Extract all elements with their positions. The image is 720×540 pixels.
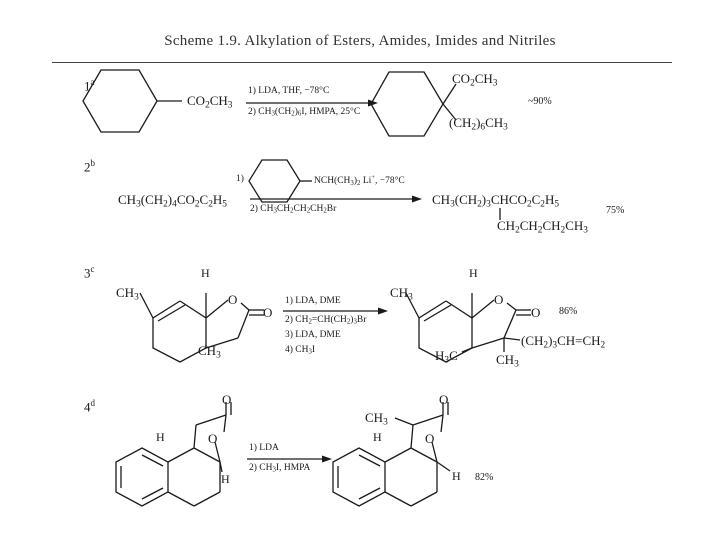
e2-yield: 75%: [606, 205, 625, 216]
e4-reactant-h-top: H: [156, 430, 165, 444]
e3-condition-2: 2) CH2=CH(CH2)3Br: [285, 315, 367, 326]
e1-condition-2: 2) CH3(CH2)6I, HMPA, 25°C: [248, 107, 361, 118]
e3-reactant-methyl-bottom: CH3: [198, 343, 221, 361]
e3-condition-3: 3) LDA, DME: [285, 330, 341, 340]
e3-product-methyl-quat: H3C: [435, 348, 458, 366]
e3-product-methyl-alpha: CH3: [496, 352, 519, 370]
e4-product-ring-o: O: [425, 431, 435, 446]
e3-product-methyl-left: CH3: [390, 285, 413, 303]
e2-reactant: CH3(CH2)4CO2C2H5: [118, 192, 227, 210]
e1-reactant-ester: CO2CH3: [187, 93, 233, 111]
e2-product-branch: CH2CH2CH2CH3: [497, 218, 588, 236]
e2-base-prefix: 1): [236, 174, 244, 184]
e3-product-structure: [405, 292, 531, 363]
e2-product-main: CH3(CH2)3CHCO2C2H5: [432, 192, 560, 210]
e4-reactant-ring-o: O: [208, 431, 218, 446]
e4-product-h-bottom: H: [452, 469, 461, 483]
e2-arrowhead: [412, 195, 422, 203]
e4-product-h-top: H: [373, 430, 382, 444]
entry-1-label: 1a: [84, 77, 95, 94]
e3-condition-4: 4) CH3I: [285, 345, 316, 356]
scheme-title: Scheme 1.9. Alkylation of Esters, Amides…: [164, 33, 556, 49]
e1-product-ester: CO2CH3: [452, 71, 498, 89]
e1-arrowhead: [368, 99, 378, 107]
e3-product-carbonyl-o: O: [531, 305, 541, 320]
e1-yield: ~90%: [528, 96, 552, 107]
e4-yield: 82%: [475, 472, 494, 483]
e3-product-ring-o: O: [494, 292, 504, 307]
e3-condition-1: 1) LDA, DME: [285, 296, 341, 306]
e1-product-cyclohexane: [370, 71, 444, 137]
title-divider: [52, 62, 672, 63]
e1-reactant-cyclohexane: [82, 69, 158, 133]
e4-reactant-structure: [115, 402, 232, 507]
e3-reactant-carbonyl-o: O: [263, 305, 273, 320]
entry-4-label: 4d: [84, 398, 95, 415]
e4-product-carbonyl-o: O: [439, 392, 449, 407]
e3-reactant-structure: [139, 292, 264, 363]
e4-reactant-h-bottom: H: [221, 472, 230, 486]
e2-base-cyclohexane: [248, 159, 301, 203]
e3-reactant-methyl-left: CH3: [116, 285, 139, 303]
e1-product-bond-top: [442, 83, 457, 105]
e2-alkyl-halide: 2) CH3CH2CH2CH2Br: [250, 204, 337, 215]
e3-reactant-h: H: [201, 266, 210, 280]
e4-condition-2: 2) CH3I, HMPA: [249, 463, 311, 474]
entry-2-label: 2b: [84, 158, 95, 175]
e4-product-structure: [332, 402, 451, 507]
e4-arrowhead: [322, 455, 332, 463]
e3-reactant-ring-o: O: [228, 292, 238, 307]
e1-product-bond-bottom: [442, 103, 457, 121]
e4-product-methyl: CH3: [365, 410, 388, 428]
e3-arrowhead: [378, 307, 388, 315]
e3-yield: 86%: [559, 306, 578, 317]
e3-product-chain: (CH2)3CH=CH2: [521, 333, 606, 351]
e1-condition-1: 1) LDA, THF, −78°C: [248, 86, 330, 96]
entry-3-label: 3c: [84, 264, 95, 281]
e4-reactant-carbonyl-o: O: [222, 392, 232, 407]
e4-condition-1: 1) LDA: [249, 443, 279, 453]
e3-product-h: H: [469, 266, 478, 280]
e2-base-amide: NCH(CH3)2 Li+, −78°C: [314, 174, 405, 187]
e1-product-alkyl: (CH2)6CH3: [449, 115, 508, 133]
